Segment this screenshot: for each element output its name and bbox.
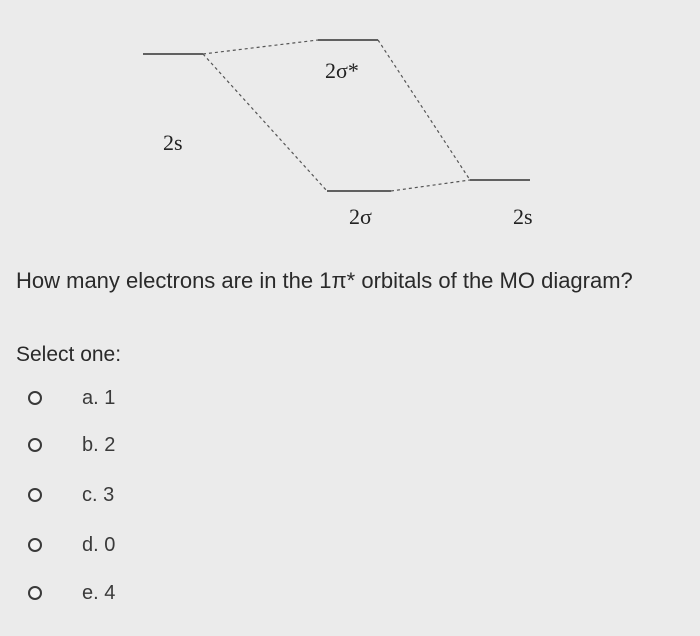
option-a[interactable]: a. 1 — [28, 381, 115, 415]
option-b[interactable]: b. 2 — [28, 428, 115, 462]
radio-button[interactable] — [28, 538, 42, 552]
option-label: a. 1 — [82, 386, 116, 409]
left-2s-label: 2s — [163, 130, 183, 155]
antibonding-label: 2σ* — [325, 58, 359, 83]
mo-diagram: 2σ* 2s 2σ 2s — [143, 39, 533, 229]
select-one-label: Select one: — [16, 343, 122, 366]
correlation-line — [377, 39, 471, 181]
radio-button[interactable] — [28, 488, 42, 502]
correlation-line — [202, 53, 328, 192]
radio-button[interactable] — [28, 438, 42, 452]
bonding-label: 2σ — [349, 204, 372, 229]
radio-button[interactable] — [28, 586, 42, 600]
option-c[interactable]: c. 3 — [28, 478, 114, 512]
option-e[interactable]: e. 4 — [28, 576, 115, 610]
right-2s-label: 2s — [513, 204, 533, 229]
question-text: How many electrons are in the 1π* orbita… — [16, 268, 633, 293]
radio-button[interactable] — [28, 391, 42, 405]
option-d[interactable]: d. 0 — [28, 528, 115, 562]
option-label: b. 2 — [82, 433, 116, 456]
correlation-line — [390, 179, 471, 192]
correlation-line — [202, 39, 319, 55]
option-label: d. 0 — [82, 533, 116, 556]
option-label: c. 3 — [82, 483, 115, 506]
option-label: e. 4 — [82, 581, 116, 604]
